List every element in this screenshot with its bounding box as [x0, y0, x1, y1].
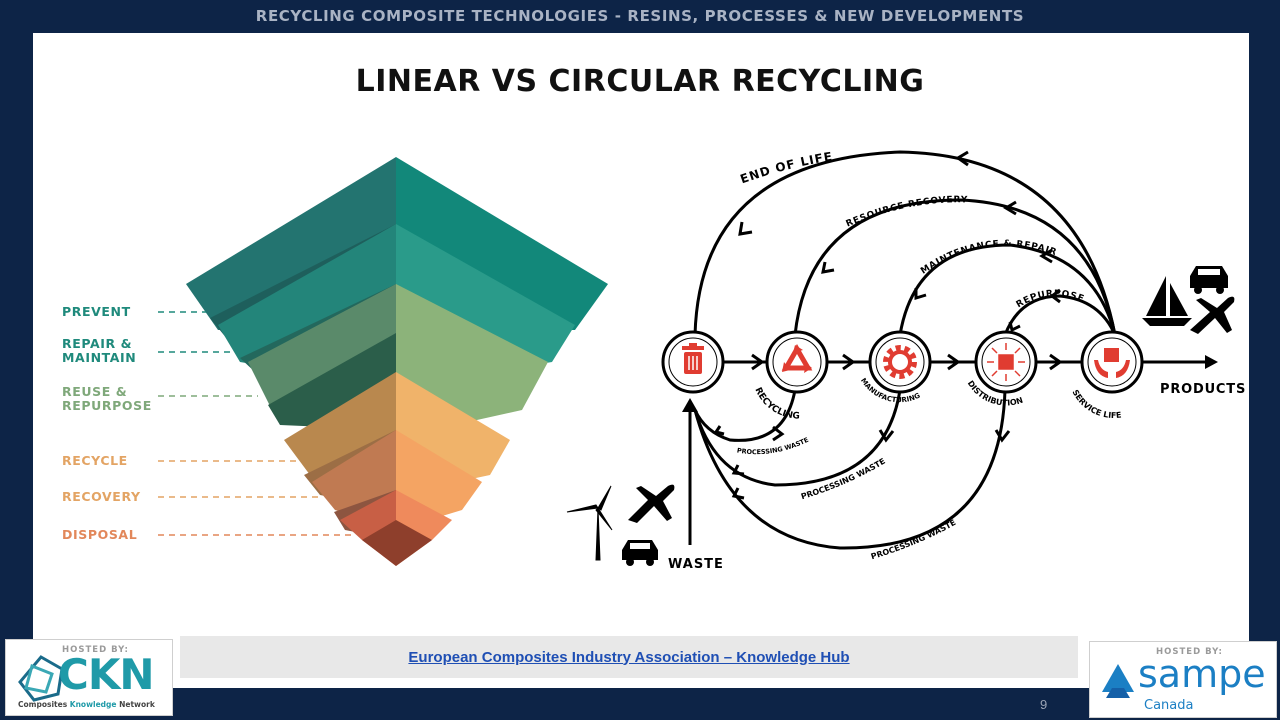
label-prevent: PREVENT: [62, 304, 131, 319]
sailboat-icon: [1142, 276, 1192, 326]
waste-label: WASTE: [668, 557, 724, 572]
products-label: PRODUCTS: [1160, 382, 1246, 397]
ckn-logo-icon: [18, 655, 64, 702]
node-manufacturing: [868, 330, 932, 394]
page-number: 9: [1040, 697, 1048, 712]
wind-turbine-icon: [566, 485, 613, 561]
loop-resource-recovery: [793, 198, 1117, 336]
knowledge-hub-link[interactable]: European Composites Industry Association…: [408, 648, 850, 666]
label-recovery: RECOVERY: [62, 489, 141, 504]
loop-label-resource-recovery: RESOURCE RECOVERY: [845, 195, 968, 229]
loop-end-of-life: [693, 150, 1117, 336]
hosted-by-label-left: HOSTED BY:: [62, 645, 129, 655]
ckn-tagline: Composites Knowledge Network: [18, 700, 155, 709]
slide-title: LINEAR VS CIRCULAR RECYCLING: [355, 64, 925, 99]
sampe-subtitle: Canada: [1144, 698, 1194, 713]
waste-arrow-icon: [682, 398, 698, 412]
loop-label-end-of-life: END OF LIFE: [738, 149, 833, 186]
svg-text:RESOURCE RECOVERY: RESOURCE RECOVERY: [845, 195, 969, 229]
waste-loop-label-2: PROCESSING WASTE: [800, 457, 887, 502]
recycle-icon: [781, 344, 813, 371]
waste-hierarchy-pyramid: [186, 157, 608, 566]
svg-text:PROCESSING WASTE: PROCESSING WASTE: [870, 518, 958, 561]
loop-label-maintenance-repair: MAINTENANCE & REPAIR: [919, 239, 1057, 276]
car-icon-products: [1190, 266, 1228, 294]
label-reuse-repurpose: REUSE &REPURPOSE: [62, 384, 152, 413]
svg-text:END OF LIFE: END OF LIFE: [738, 149, 834, 186]
label-disposal: DISPOSAL: [62, 527, 138, 542]
presentation-banner: RECYCLING COMPOSITE TECHNOLOGIES - RESIN…: [255, 7, 1025, 25]
sampe-wordmark: sampe: [1138, 652, 1266, 696]
node-recycling: [765, 330, 829, 394]
sampe-logo-box: HOSTED BY: sampe Canada: [1089, 641, 1277, 718]
airplane-icon: [628, 484, 675, 523]
products-arrow-icon: [1205, 355, 1218, 369]
hands-box-icon: [1094, 348, 1130, 378]
label-recycle: RECYCLE: [62, 453, 128, 468]
car-icon: [622, 540, 658, 566]
ckn-wordmark: CKN: [58, 650, 155, 699]
node-waste-bin: [661, 330, 725, 394]
node-distribution: [974, 330, 1038, 394]
svg-text:PROCESSING WASTE: PROCESSING WASTE: [800, 457, 887, 502]
package-distribution-icon: [987, 343, 1025, 381]
knowledge-hub-bar: European Composites Industry Association…: [180, 636, 1078, 678]
loop-processing-waste-3: [693, 389, 1007, 550]
ckn-logo-box: HOSTED BY: CKN Composites Knowledge Netw…: [5, 639, 173, 716]
loop-processing-waste-1: [693, 389, 797, 442]
sampe-logo-icon: [1102, 664, 1134, 698]
waste-loop-label-3: PROCESSING WASTE: [870, 518, 958, 561]
hosted-by-label-right: HOSTED BY:: [1156, 647, 1223, 657]
airplane-icon-products: [1190, 296, 1235, 334]
svg-text:MAINTENANCE & REPAIR: MAINTENANCE & REPAIR: [919, 239, 1058, 276]
loop-repurpose: [1003, 294, 1117, 336]
pyramid-connectors: [158, 311, 352, 536]
gear-icon: [883, 345, 917, 379]
node-service-life: [1080, 330, 1144, 394]
label-repair-maintain: REPAIR &MAINTAIN: [62, 336, 137, 365]
